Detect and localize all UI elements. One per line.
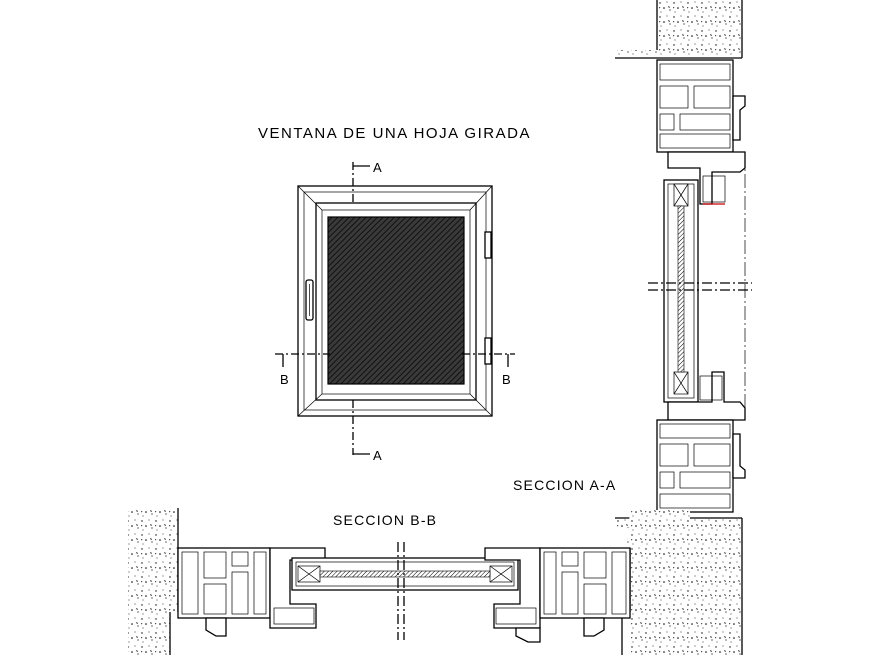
window-elevation: A A B B: [275, 160, 515, 463]
section-bb-label: SECCION B-B: [333, 512, 437, 528]
cut-label-a-bottom: A: [373, 448, 382, 463]
hinge-icon: [484, 231, 492, 259]
cut-label-a-top: A: [373, 160, 382, 175]
section-bb: SECCION B-B: [128, 508, 690, 655]
cut-label-b-right: B: [502, 372, 511, 387]
glass-pane: [327, 216, 465, 385]
section-aa-label: SECCION A-A: [513, 477, 616, 493]
hinge-icon: [484, 337, 492, 365]
cut-label-b-left: B: [280, 372, 289, 387]
drawing-title: VENTANA DE UNA HOJA GIRADA: [258, 125, 531, 142]
